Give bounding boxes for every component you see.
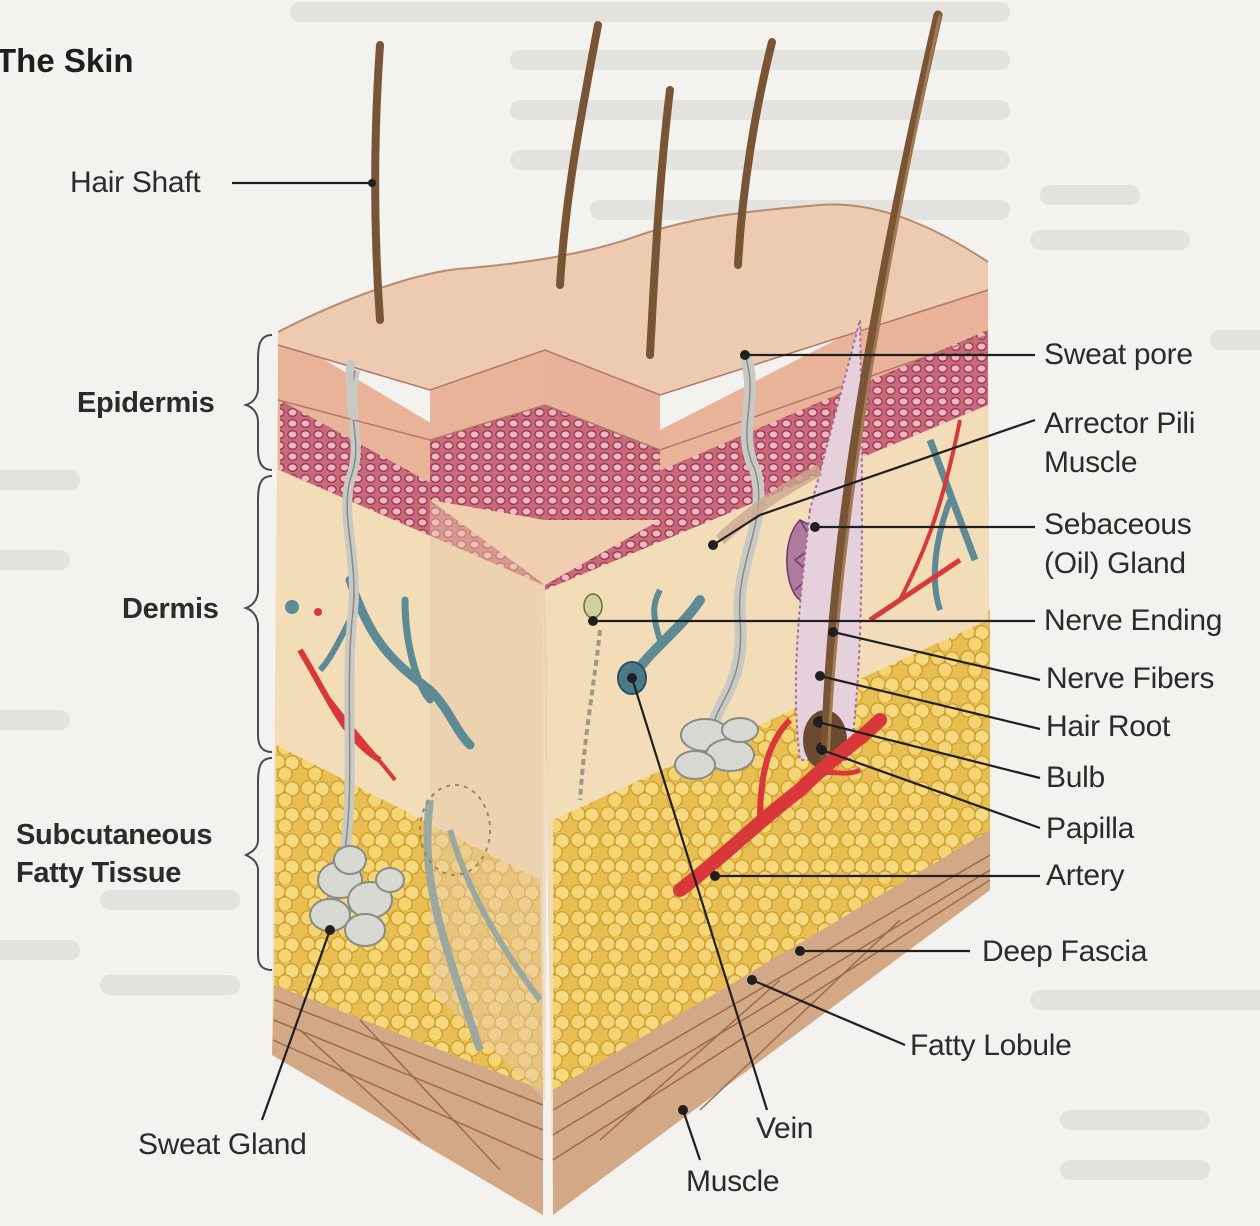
label-sebaceous-line2: (Oil) Gland [1044,545,1186,583]
label-sebaceous-line1: Sebaceous [1044,506,1191,544]
label-bulb: Bulb [1046,759,1105,797]
label-artery: Artery [1046,857,1124,895]
label-arrector-line1: Arrector Pili [1044,405,1195,443]
subcutaneous-brace [246,758,272,970]
label-nerve-fibers: Nerve Fibers [1046,660,1214,698]
label-sweat-gland: Sweat Gland [138,1126,306,1164]
epidermis-brace [246,335,272,470]
label-vein: Vein [756,1110,813,1148]
label-subcutaneous-line2: Fatty Tissue [16,854,181,892]
label-arrector-line2: Muscle [1044,444,1137,482]
label-fatty-lobule: Fatty Lobule [910,1027,1072,1065]
label-subcutaneous-line1: Subcutaneous [16,816,212,854]
label-sweat-pore: Sweat pore [1044,336,1193,374]
label-nerve-ending: Nerve Ending [1044,602,1222,640]
label-hair-root: Hair Root [1046,708,1170,746]
label-muscle: Muscle [686,1163,779,1201]
diagram-title: The Skin [0,42,134,80]
label-deep-fascia: Deep Fascia [982,933,1147,971]
label-epidermis: Epidermis [77,384,215,422]
label-dermis: Dermis [122,590,219,628]
label-papilla: Papilla [1046,810,1134,848]
label-hair-shaft: Hair Shaft [70,164,200,202]
dermis-brace [246,476,272,752]
